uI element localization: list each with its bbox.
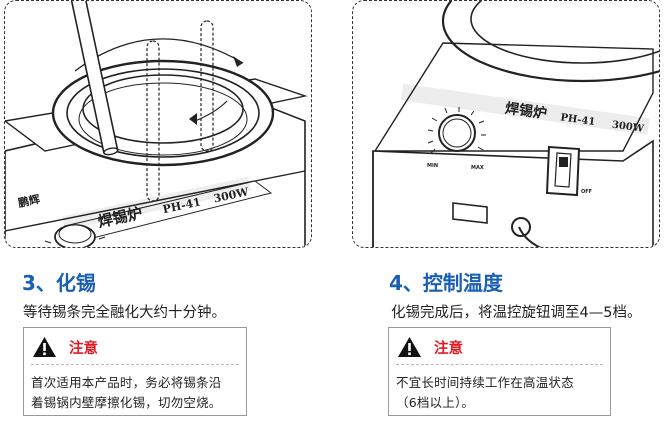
step-4-illustration: 焊锡炉 PH-41 300W MIN MAX OFF (352, 0, 660, 248)
step-4-panel: 焊锡炉 PH-41 300W MIN MAX OFF (352, 0, 664, 425)
note-divider (31, 364, 239, 365)
step-3-panel: 焊锡炉 PH-41 300W 鹏辉 3、化锡 等待锡条完全融化大约十分钟。 注意… (4, 0, 322, 425)
note-divider (396, 364, 603, 365)
switch-off-label: OFF (581, 189, 592, 195)
note-label: 注意 (69, 340, 98, 357)
dial-max-label: MAX (471, 165, 484, 171)
note-header: 注意 (32, 336, 232, 358)
note-line-2: （6档以上）。 (396, 395, 475, 410)
step-3-description: 等待锡条完全融化大约十分钟。 (23, 305, 226, 321)
note-line-1: 不宜长时间持续工作在高温状态 (396, 375, 574, 390)
note-label: 注意 (434, 340, 463, 357)
temperature-dial-icon (438, 114, 476, 152)
step-3-title: 3、化锡 (22, 271, 96, 295)
power-label: 300W (611, 120, 645, 135)
note-line-1: 首次适用本产品时，务必将锡条沿 (31, 375, 222, 390)
solder-pot-melting-drawing: 焊锡炉 PH-41 300W 鹏辉 (5, 1, 308, 247)
note-line-2: 着锡锅内壁摩擦化锡，切勿空烧。 (31, 395, 222, 410)
step-3-illustration: 焊锡炉 PH-41 300W 鹏辉 (4, 0, 312, 248)
step-4-description: 化锡完成后，将温控旋钮调至4—5档。 (391, 305, 642, 321)
step-3-note: 注意 首次适用本产品时，务必将锡条沿 着锡锅内壁摩擦化锡，切勿空烧。 (23, 327, 247, 416)
product-label: 焊锡炉 (504, 100, 548, 123)
warning-triangle-icon (398, 337, 421, 357)
note-header: 注意 (397, 336, 597, 358)
brand-label: 鹏辉 (17, 192, 41, 210)
solder-pot-control-drawing: 焊锡炉 PH-41 300W MIN MAX OFF (372, 1, 659, 247)
warning-triangle-icon (33, 337, 56, 357)
step-4-title: 4、控制温度 (389, 271, 503, 295)
model-label: PH-41 (560, 112, 596, 128)
step-4-note: 注意 不宜长时间持续工作在高温状态 （6档以上）。 (388, 327, 611, 416)
dial-min-label: MIN (427, 163, 438, 169)
